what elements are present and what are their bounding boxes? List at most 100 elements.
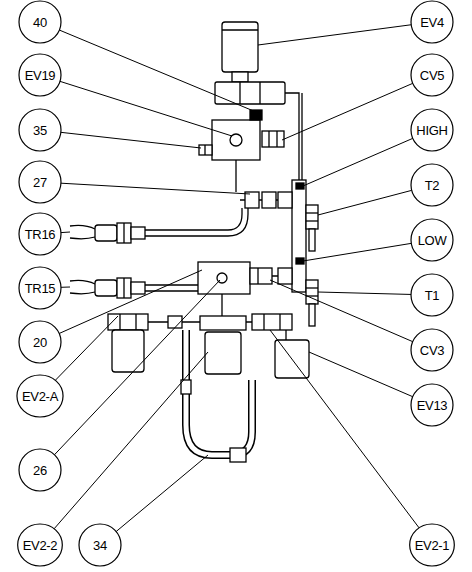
drawing-part xyxy=(145,208,248,236)
leader-line xyxy=(282,83,413,140)
drawing-part xyxy=(278,268,292,284)
drawing-part xyxy=(285,93,299,180)
callout-balloon xyxy=(411,109,453,151)
callout-balloon xyxy=(410,524,455,566)
tube-fitting xyxy=(230,448,246,462)
drawing-part xyxy=(263,314,264,330)
drawing-part xyxy=(131,227,145,239)
drawing-part xyxy=(70,292,95,294)
drawing-part xyxy=(215,82,285,104)
drawing-part xyxy=(108,314,148,330)
drawing-part xyxy=(145,284,198,285)
drawing-part xyxy=(268,131,269,147)
leader-line xyxy=(61,183,250,194)
drawing-part xyxy=(279,314,280,330)
drawing-part xyxy=(250,268,272,284)
drawing-part xyxy=(296,183,304,189)
drawing-part xyxy=(95,225,117,241)
tube xyxy=(186,330,252,455)
drawing-part xyxy=(70,280,95,284)
callout-number: 40 xyxy=(33,15,47,30)
drawing-part xyxy=(205,332,241,374)
callout-balloon xyxy=(411,164,453,206)
drawing-part xyxy=(119,314,120,330)
drawing-part xyxy=(301,93,302,180)
drawing-part xyxy=(245,192,259,208)
callout-balloon xyxy=(411,219,453,261)
drawing-part xyxy=(309,229,315,251)
callout-number: 35 xyxy=(33,123,47,138)
callout-number: EV2-1 xyxy=(415,538,450,553)
callout-balloon xyxy=(19,321,61,363)
drawing-part xyxy=(131,282,145,294)
drawing-part xyxy=(95,280,117,296)
drawing-part xyxy=(135,314,136,330)
callout-balloon xyxy=(19,213,61,255)
leader-line xyxy=(270,280,413,342)
drawing-part xyxy=(309,304,315,326)
callout-balloon xyxy=(19,54,61,96)
drawing-part xyxy=(278,192,292,208)
callout-number: CV5 xyxy=(420,68,444,83)
callout-number: 20 xyxy=(33,335,47,350)
callout-number: T2 xyxy=(425,178,440,193)
drawing-part xyxy=(306,220,318,221)
drawing-part xyxy=(306,205,318,229)
leader-line xyxy=(60,81,232,136)
drawing-part xyxy=(257,268,258,284)
leader-line xyxy=(116,455,208,532)
callout-balloon xyxy=(19,267,61,309)
drawing-part xyxy=(198,262,250,294)
leader-line xyxy=(303,138,413,186)
drawing-part xyxy=(117,278,131,298)
drawing-part xyxy=(123,223,124,243)
callout-balloon xyxy=(17,375,63,417)
callout-balloon xyxy=(411,54,453,96)
drawing-part xyxy=(285,330,286,340)
callout-balloon xyxy=(411,384,453,426)
drawing-part xyxy=(123,278,124,298)
drawing-part xyxy=(259,82,260,104)
callout-balloon xyxy=(411,329,453,371)
leader-line xyxy=(318,190,412,215)
drawing-part xyxy=(222,29,258,30)
leader-line xyxy=(59,270,202,333)
drawing-part xyxy=(200,316,246,330)
leader-line xyxy=(61,132,201,148)
leader-line xyxy=(59,30,256,112)
drawing-part xyxy=(306,287,318,288)
callout-number: HIGH xyxy=(416,123,447,138)
callout-number: EV4 xyxy=(420,15,444,30)
callout-balloon xyxy=(411,1,453,43)
valve-assembly xyxy=(70,22,318,378)
callout-number: LOW xyxy=(418,233,447,248)
drawing-part xyxy=(235,160,236,192)
drawing-part xyxy=(204,145,205,155)
callout-number: 27 xyxy=(33,175,47,190)
leader-line xyxy=(318,292,411,294)
leader-line xyxy=(270,330,419,528)
drawing-part xyxy=(306,212,318,213)
drawing-part xyxy=(232,72,248,82)
drawing-part xyxy=(239,82,240,104)
leader-line xyxy=(54,352,208,529)
callout-number: EV13 xyxy=(417,398,448,413)
callout-number: EV19 xyxy=(25,68,56,83)
callout-balloon xyxy=(18,524,63,566)
tube-fitting xyxy=(181,380,191,394)
leader-line xyxy=(309,352,413,397)
callout-number: T1 xyxy=(425,288,440,303)
drawing-part xyxy=(252,314,292,330)
tube xyxy=(186,330,252,455)
callout-number: EV2-2 xyxy=(23,538,58,553)
drawing-part xyxy=(262,192,276,208)
drawing-part xyxy=(117,223,131,243)
drawing-part xyxy=(292,180,306,292)
callout-number: 34 xyxy=(93,538,107,553)
callout-number: EV2-A xyxy=(22,389,58,404)
callout-balloon xyxy=(79,524,121,566)
leader-line xyxy=(61,232,70,234)
drawing-part xyxy=(70,225,95,229)
